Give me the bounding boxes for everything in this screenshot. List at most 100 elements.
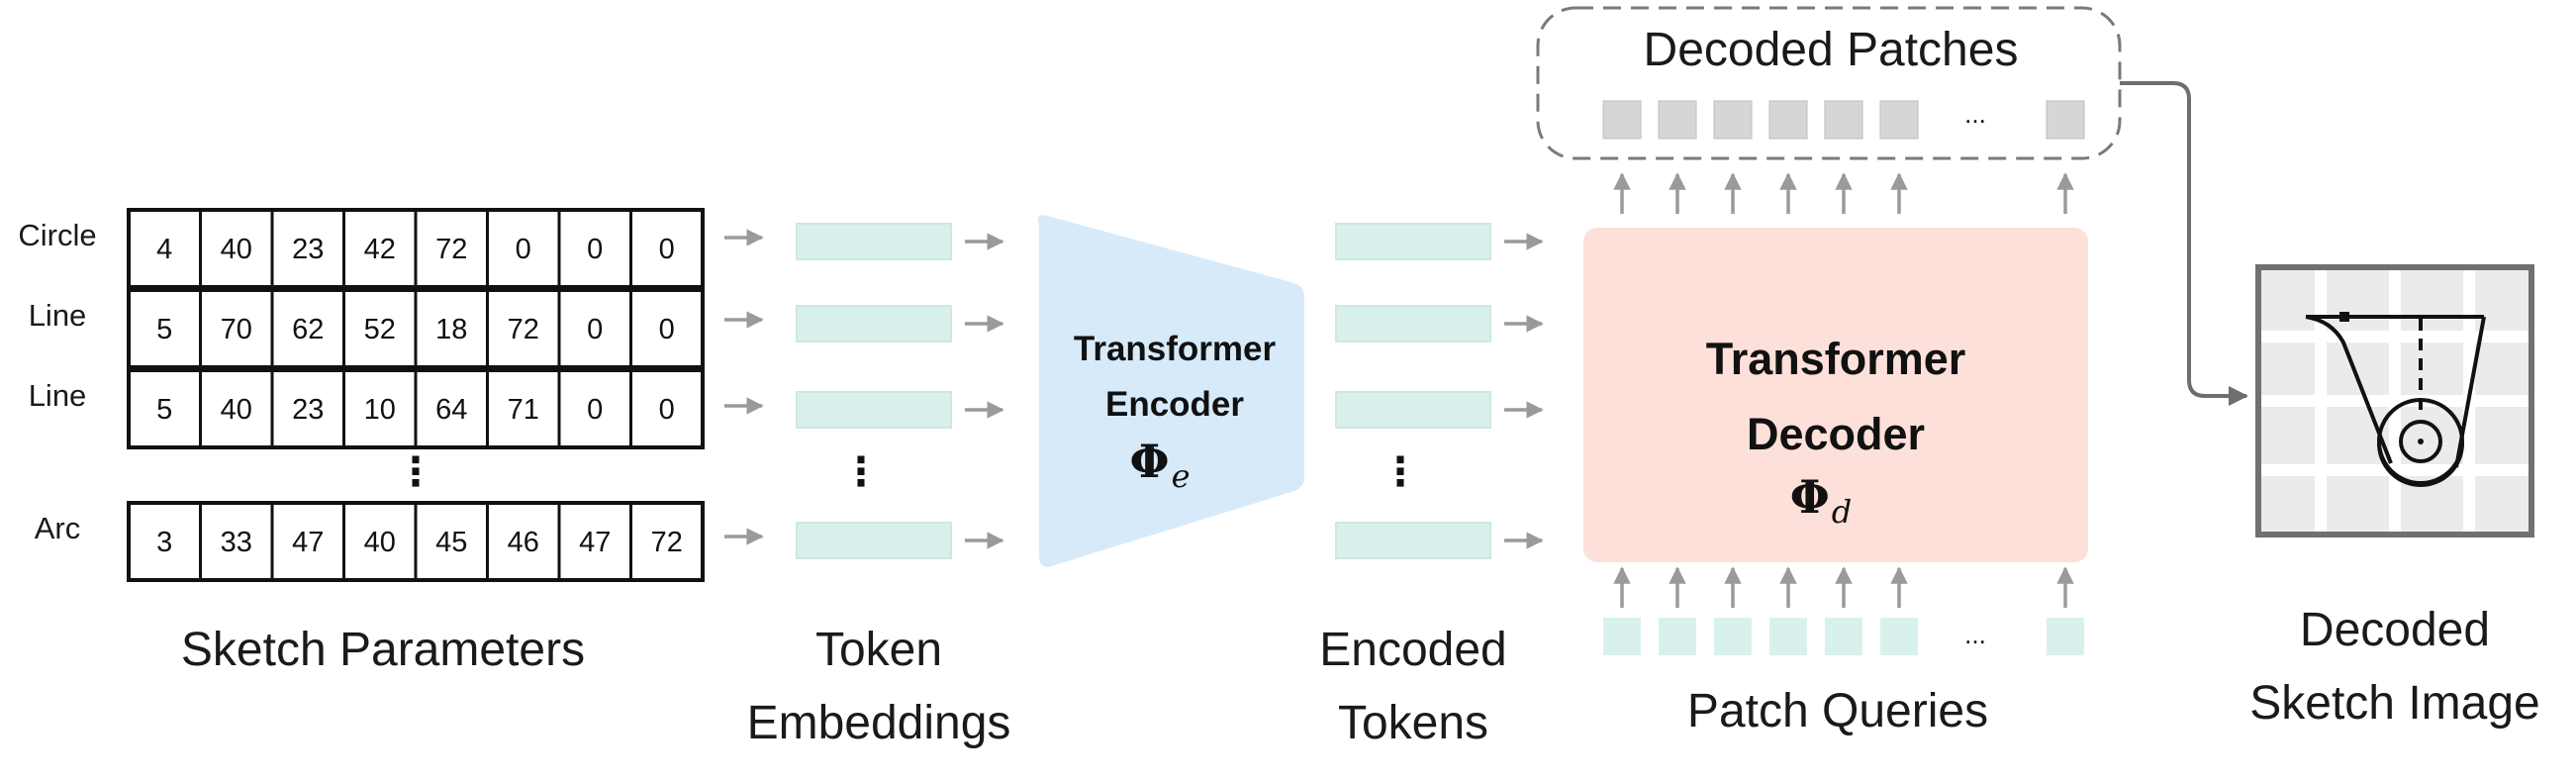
decoder-title-2: Decoder <box>1747 409 1925 459</box>
cell-value: 23 <box>292 234 324 265</box>
row-type-label: Line <box>29 298 87 333</box>
encoded-tokens <box>1335 223 1491 559</box>
table-cell <box>199 288 274 369</box>
decoder-to-patches-arrows <box>1613 172 2074 214</box>
sketch-parameters-label: Sketch Parameters <box>181 624 585 676</box>
cell-value: 72 <box>435 234 467 265</box>
row-type-label: Line <box>29 378 87 413</box>
table-cell <box>629 208 705 289</box>
token-to-encoder-arrows <box>965 233 1004 549</box>
token-ellipsis: ⋮ <box>841 450 881 494</box>
encoded-token <box>1335 522 1491 559</box>
encoder-symbol: Φe <box>1129 435 1190 495</box>
patch-query <box>1769 618 1807 655</box>
cell-value: 72 <box>508 314 539 345</box>
patch-query <box>1659 618 1696 655</box>
cell-value: 0 <box>659 234 675 265</box>
cell-value: 3 <box>156 527 172 558</box>
decoded-patch <box>1658 100 1697 140</box>
cell-value: 0 <box>516 234 531 265</box>
decoded-patch <box>1879 100 1919 140</box>
table-cell <box>486 208 561 289</box>
decoded-image-label-1: Decoded <box>2300 604 2490 656</box>
table-cell <box>342 501 418 582</box>
cell-value: 72 <box>651 527 683 558</box>
encoded-tokens-label-2: Tokens <box>1338 697 1488 749</box>
row-type-label: Circle <box>18 218 96 252</box>
cell-value: 47 <box>579 527 611 558</box>
patches-to-image-connector <box>2120 81 2248 406</box>
cell-value: 4 <box>156 234 172 265</box>
row-type-label: Arc <box>35 511 81 545</box>
cell-value: 40 <box>364 527 396 558</box>
encoded-to-decoder-arrows <box>1504 233 1544 549</box>
cell-value: 0 <box>587 394 603 426</box>
cell-value: 71 <box>508 394 539 426</box>
token-embeddings <box>796 223 952 559</box>
table-cell <box>199 368 274 449</box>
cell-value: 23 <box>292 394 324 426</box>
decoder-symbol: Φd <box>1790 470 1853 531</box>
cell-value: 5 <box>156 394 172 426</box>
table-row: Circle 4 40 23 42 72 0 0 0 <box>18 208 705 289</box>
table-cell <box>414 288 489 369</box>
cell-value: 0 <box>659 394 675 426</box>
table-row-border <box>127 288 705 369</box>
token-embedding <box>796 522 952 559</box>
decoded-patch <box>1824 100 1863 140</box>
encoded-token <box>1335 305 1491 343</box>
table-cell <box>342 288 418 369</box>
cell-value: 62 <box>292 314 324 345</box>
encoded-token-ellipsis: ⋮ <box>1381 450 1420 494</box>
token-embedding <box>796 391 952 429</box>
table-row-border <box>127 208 705 289</box>
decoded-patch <box>1602 100 1642 140</box>
table-row-border <box>127 368 705 449</box>
cell-value: 52 <box>364 314 396 345</box>
transformer-decoder: Transformer Decoder Φd <box>1583 228 2088 562</box>
token-embedding <box>796 305 952 343</box>
table-to-token-arrows <box>724 229 764 545</box>
decoded-patch-tiles <box>1602 100 2085 140</box>
encoded-tokens-label-1: Encoded <box>1319 624 1507 676</box>
cell-value: 40 <box>221 394 252 426</box>
token-embeddings-label-1: Token <box>815 624 942 676</box>
cell-value: 40 <box>221 234 252 265</box>
decoder-title-1: Transformer <box>1706 334 1966 384</box>
cell-value: 47 <box>292 527 324 558</box>
cell-value: 45 <box>435 527 467 558</box>
encoder-title-1: Transformer <box>1074 330 1277 368</box>
patch-query <box>1825 618 1862 655</box>
table-row: Line 5 40 23 10 64 71 0 0 <box>29 368 705 449</box>
cell-value: 64 <box>435 394 467 426</box>
patch-query <box>1880 618 1918 655</box>
cell-value: 0 <box>659 314 675 345</box>
decoded-patch <box>1768 100 1808 140</box>
transformer-encoder: Transformer Encoder Φe <box>1038 215 1304 567</box>
token-embedding <box>796 223 952 260</box>
decoded-image-label-2: Sketch Image <box>2249 677 2539 730</box>
cell-value: 10 <box>364 394 396 426</box>
cell-value: 46 <box>508 527 539 558</box>
patch-query <box>2047 618 2084 655</box>
decoded-patch <box>2046 100 2085 140</box>
cell-value: 70 <box>221 314 252 345</box>
patch-queries <box>1603 566 2084 655</box>
table-row-border <box>127 501 705 582</box>
cell-value: 0 <box>587 234 603 265</box>
decoded-patches-group: Decoded Patches ... <box>1536 6 2122 160</box>
patch-query <box>1714 618 1752 655</box>
encoder-title-2: Encoder <box>1105 385 1244 424</box>
table-ellipsis: ⋮ <box>396 450 435 494</box>
decoded-patches-ellipsis: ... <box>1964 99 1986 129</box>
cell-value: 42 <box>364 234 396 265</box>
cell-value: 0 <box>587 314 603 345</box>
patch-queries-label: Patch Queries <box>1687 685 1988 737</box>
token-embeddings-label-2: Embeddings <box>747 697 1011 749</box>
decoded-sketch-image <box>2255 264 2534 538</box>
decoded-patches-label: Decoded Patches <box>1644 24 2019 76</box>
